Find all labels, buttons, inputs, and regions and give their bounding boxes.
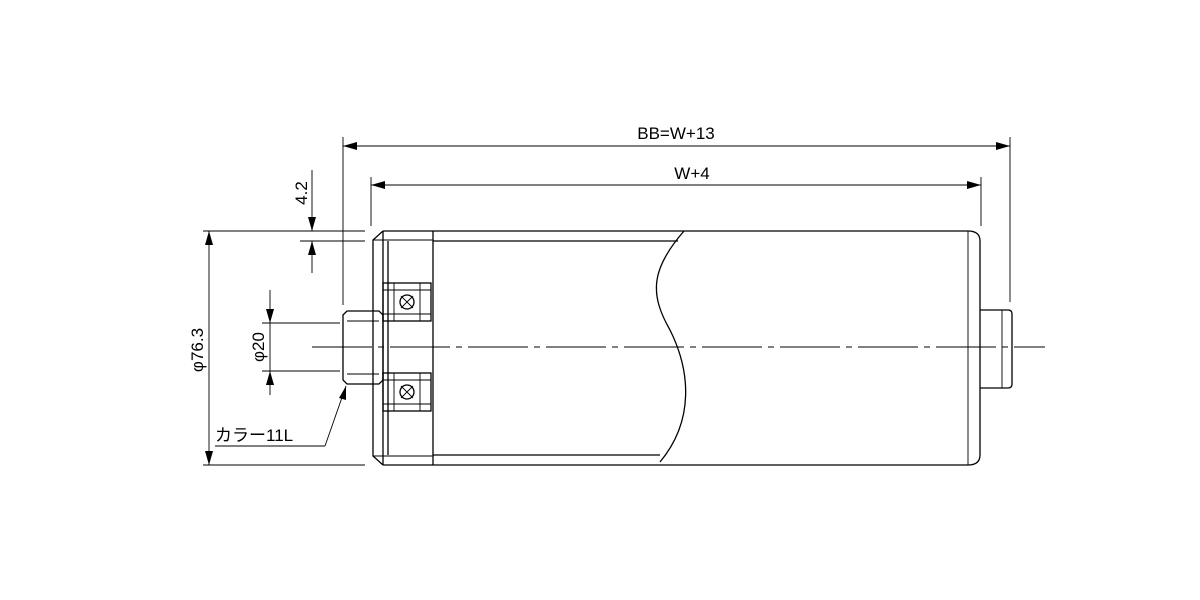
bearing-top <box>382 282 432 322</box>
dim-tube-length: W+4 <box>370 164 982 226</box>
tube-length-label: W+4 <box>674 164 709 183</box>
roller-diameter-label: φ76.3 <box>188 328 207 372</box>
overall-length-label: BB=W+13 <box>637 124 715 143</box>
offset-label: 4.2 <box>292 181 311 205</box>
shaft-diameter-label: φ20 <box>249 332 268 362</box>
dim-roller-diameter: φ76.3 <box>188 230 365 466</box>
end-cap <box>372 230 434 466</box>
dim-shaft-diameter: φ20 <box>249 290 340 395</box>
collar <box>342 310 431 385</box>
bearing-bottom <box>382 372 432 412</box>
dim-overall-length: BB=W+13 <box>342 124 1011 305</box>
shaft-end-right <box>980 309 1013 389</box>
roller-tube <box>383 230 981 466</box>
collar-label: カラー11L <box>215 426 293 445</box>
collar-leader: カラー11L <box>215 385 347 447</box>
dim-offset: 4.2 <box>292 170 365 273</box>
